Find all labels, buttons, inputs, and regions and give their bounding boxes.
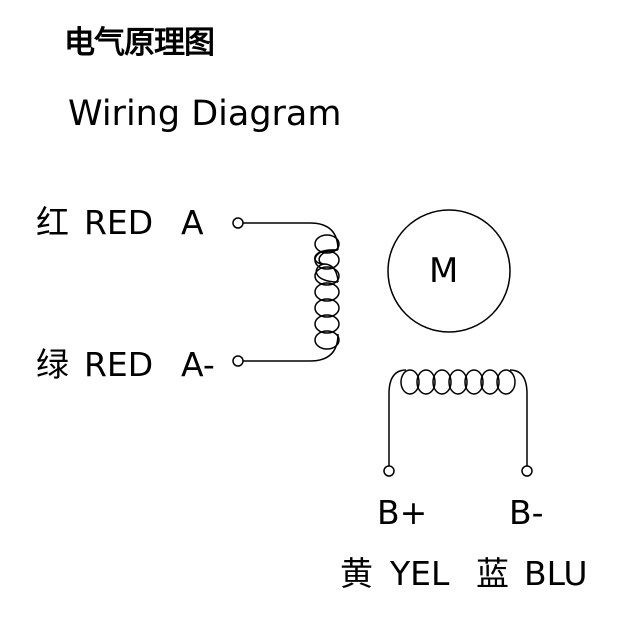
terminal-a-minus-label: A- — [181, 345, 215, 384]
wire-a-chinese-color: 红 — [36, 203, 69, 242]
wire-a-minus-chinese-color: 绿 — [36, 345, 69, 384]
terminal-b-minus-dot — [521, 465, 533, 477]
title-english: Wiring Diagram — [68, 94, 342, 134]
coil-a — [232, 217, 340, 367]
wire-b-plus-chinese-color: 黄 — [340, 554, 373, 593]
wire-a-color: RED — [84, 203, 154, 242]
wire-b-minus-color: BLU — [524, 554, 588, 593]
terminal-b-plus-dot — [383, 465, 395, 477]
coil-b — [383, 369, 533, 477]
terminal-a-label: A — [181, 203, 204, 242]
title-chinese: 电气原理图 — [64, 25, 215, 61]
terminal-a-minus-dot — [232, 355, 244, 367]
lead-b-plus — [388, 369, 407, 466]
wire-a-minus-color: RED — [84, 345, 154, 384]
wire-b-plus-color: YEL — [390, 554, 450, 593]
motor-label: M — [429, 251, 459, 291]
wire-b-minus-chinese-color: 蓝 — [476, 554, 509, 593]
terminal-b-plus-label: B+ — [377, 493, 428, 532]
motor-circle — [387, 209, 511, 333]
lead-a — [243, 222, 339, 251]
lead-b-minus — [509, 369, 528, 466]
terminal-b-minus-label: B- — [509, 493, 544, 532]
lead-a-minus — [243, 333, 339, 362]
terminal-a-dot — [232, 217, 244, 229]
